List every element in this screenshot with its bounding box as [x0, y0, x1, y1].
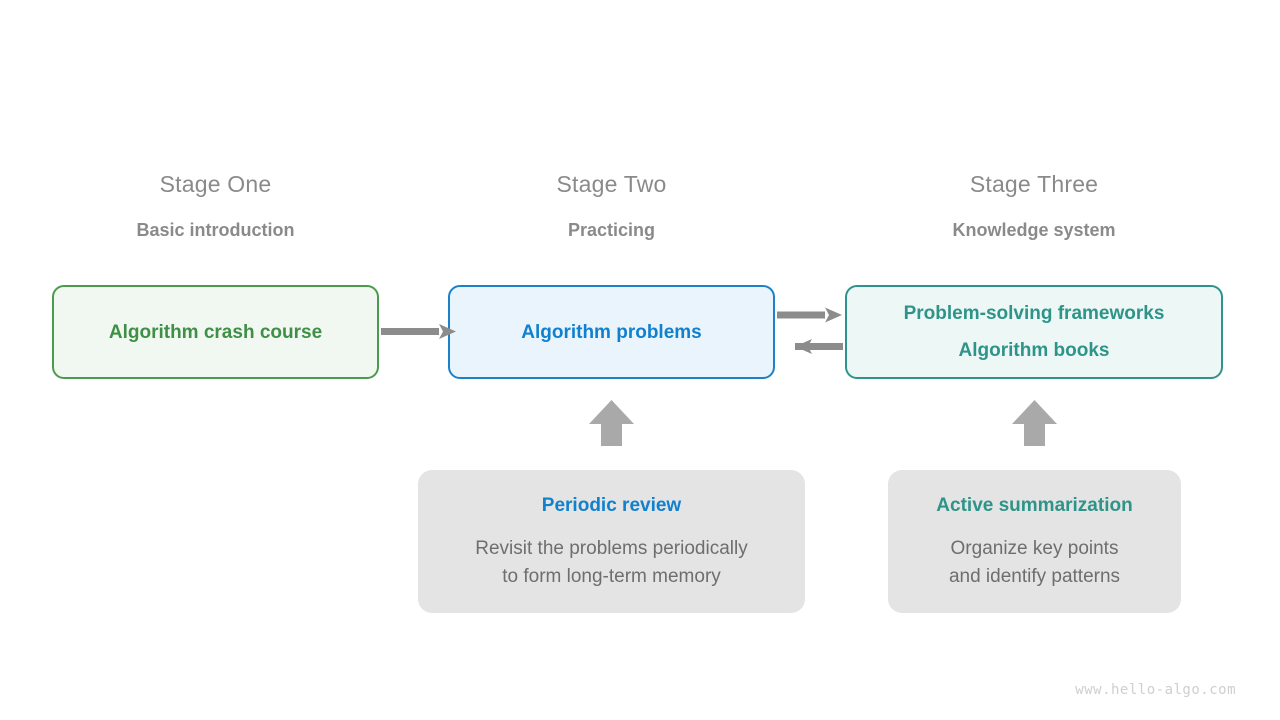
- arrow-review-to-stage-two-icon: [589, 400, 634, 446]
- stage-header-two: Stage Two Practicing: [448, 170, 775, 242]
- stage-two-title: Stage Two: [556, 171, 667, 197]
- stage-box-algorithm-crash-course[interactable]: Algorithm crash course: [52, 285, 379, 379]
- stage-header-one: Stage One Basic introduction: [52, 170, 379, 242]
- arrow-stage-one-to-two-icon: [381, 324, 456, 339]
- stage-three-title: Stage Three: [969, 171, 1099, 197]
- stage-header-three: Stage Three Knowledge system: [845, 170, 1223, 242]
- arrow-summarization-to-stage-three-icon: [1012, 400, 1057, 446]
- note-one-body-line-2: to form long-term memory: [502, 565, 721, 587]
- stage-box-algorithm-problems[interactable]: Algorithm problems: [448, 285, 775, 379]
- note-two-body-line-1: Organize key points: [950, 537, 1119, 559]
- arrow-stage-two-to-three-icon: [777, 307, 842, 323]
- note-panel-active-summarization[interactable]: Active summarization Organize key points…: [888, 470, 1181, 613]
- stage-box-three-line-1: Problem-solving frameworks: [903, 303, 1165, 324]
- watermark: www.hello-algo.com: [1075, 682, 1236, 698]
- stage-three-subtitle: Knowledge system: [952, 220, 1116, 240]
- note-two-body-line-2: and identify patterns: [948, 565, 1121, 587]
- note-panel-periodic-review[interactable]: Periodic review Revisit the problems per…: [418, 470, 805, 613]
- stage-box-two-line-1: Algorithm problems: [521, 321, 702, 343]
- stage-box-three-line-2: Algorithm books: [958, 340, 1110, 361]
- stage-two-subtitle: Practicing: [567, 220, 656, 240]
- note-one-body-line-1: Revisit the problems periodically: [475, 537, 748, 559]
- note-one-title: Periodic review: [541, 494, 682, 516]
- arrow-stage-three-to-two-icon: [795, 339, 843, 354]
- stage-one-title: Stage One: [159, 171, 272, 197]
- stage-box-knowledge-system[interactable]: Problem-solving frameworks Algorithm boo…: [845, 285, 1223, 379]
- note-two-title: Active summarization: [936, 494, 1133, 516]
- stage-box-one-line-1: Algorithm crash course: [108, 321, 323, 343]
- stage-one-subtitle: Basic introduction: [136, 220, 295, 240]
